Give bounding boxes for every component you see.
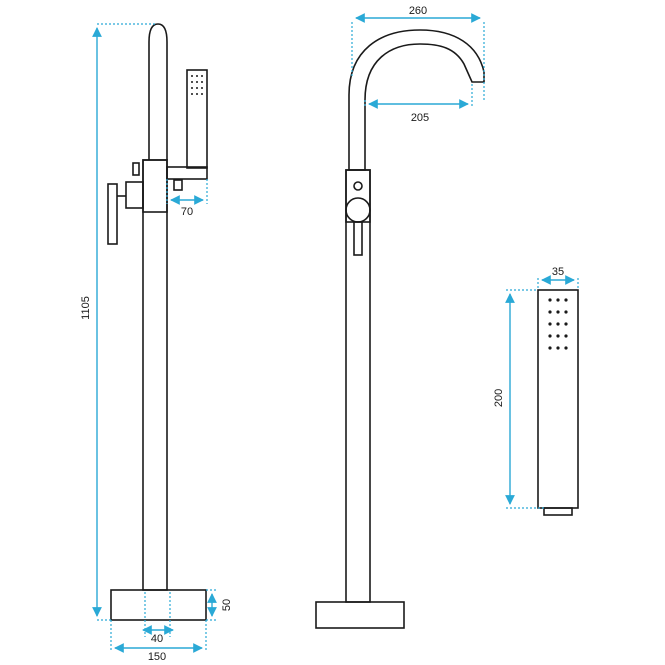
handshower-detail-nozzles (548, 298, 568, 350)
front-view-dimensions: 260 205 (351, 5, 485, 124)
front-view-lever (353, 221, 363, 256)
dim-label-pipe-width: 40 (151, 633, 163, 645)
front-view-mixer-body (345, 169, 371, 223)
side-view-column (142, 159, 168, 591)
dim-label-base-width: 150 (148, 651, 166, 663)
front-view-valve-knob (353, 181, 363, 191)
dim-label-spout-reach-outer: 260 (409, 5, 427, 17)
dim-label-handshower-width: 35 (552, 266, 564, 278)
side-view-lever-mount (125, 181, 144, 209)
side-view-dimensions: 1105 70 50 40 150 (80, 23, 233, 663)
side-view (107, 23, 208, 637)
side-view-handshower-nozzles (191, 75, 203, 95)
dim-label-total-height: 1105 (80, 296, 92, 320)
side-view-valve-knob (132, 162, 140, 176)
dim-label-handshower-length: 200 (493, 389, 505, 407)
dim-label-spout-reach-inner: 205 (411, 112, 429, 124)
front-view-base-plate (315, 601, 405, 629)
handshower-detail-connector (543, 507, 573, 516)
side-view-hose-connector (173, 179, 183, 191)
side-view-base-plate (110, 589, 207, 621)
side-view-lever (107, 183, 118, 245)
handshower-detail (537, 289, 579, 516)
dim-label-handshower-offset: 70 (181, 206, 193, 218)
dim-label-base-height: 50 (221, 599, 233, 611)
front-view-column (345, 169, 371, 603)
side-view-holder-arm (166, 166, 208, 180)
front-view-handle (345, 197, 371, 223)
handshower-detail-dimensions: 35 200 (493, 266, 579, 509)
front-view-spout (348, 29, 485, 171)
side-view-handshower (186, 69, 208, 169)
side-view-column-top (148, 23, 168, 160)
side-view-mixer-body (142, 159, 168, 213)
front-view (315, 29, 485, 629)
